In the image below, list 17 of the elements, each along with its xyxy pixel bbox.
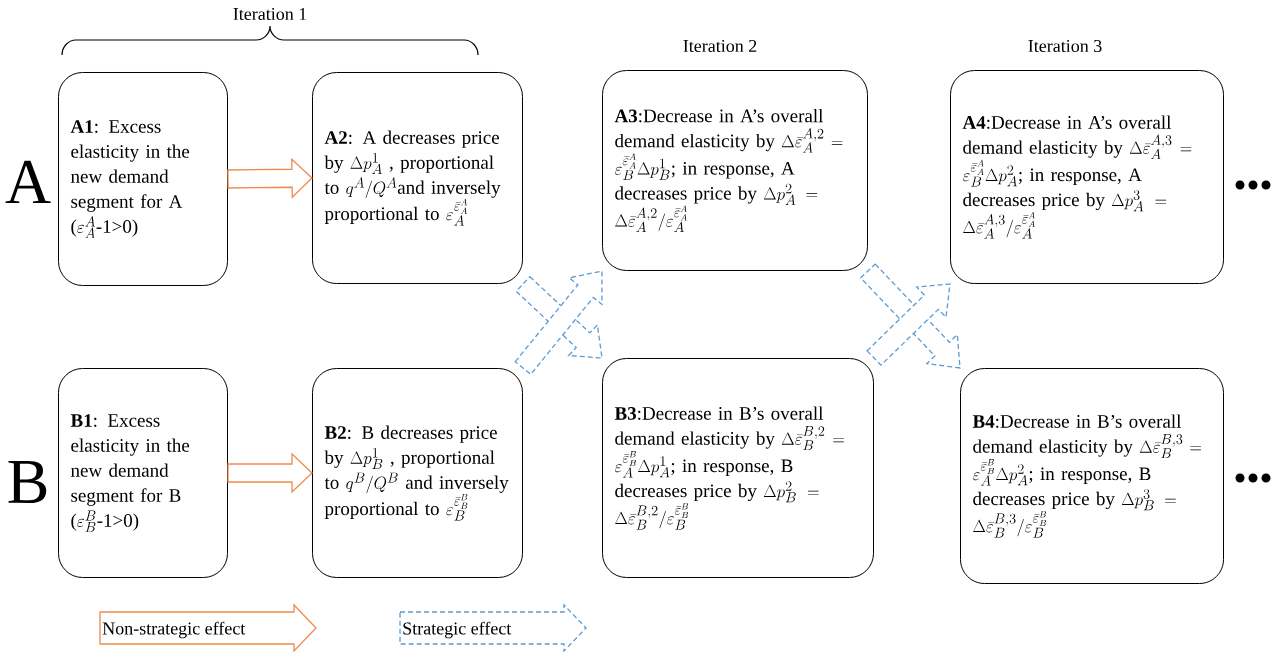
text-box: A4:Decrease in A’s overall demand elasticity by $\Delta\bar{\varepsilon}_A^{A,3}=\varepsilon_B^{\bar{\varepsilon}_A^A}\Delta p_A^2$ ; in response, A decreases price by $\Delta p_A^3=\Delta\bar{\varepsilon}_A^{A,3}/\varepsilon_A^{\bar{\varepsilon}_A^A}$ [950, 70, 1224, 284]
player-label: B [8, 460, 47, 504]
iteration-label: Iteration 3 [1028, 39, 1102, 53]
player-label: A [5, 160, 51, 204]
arrow [227, 157, 313, 199]
text-box: A3:Decrease in A’s overall demand elasticity by $\Delta\bar{\varepsilon}_A^{A,2}=\varepsilon_B^{\bar{\varepsilon}_A^A}\Delta p_B^1$ ; in response, A decreases price by $\Delta p_A^2=\Delta\bar{\varepsilon}_A^{A,2}/\varepsilon_A^{\bar{\varepsilon}_A^A}$ [602, 70, 868, 271]
text-box: B1: Excess elasticity in the new demand segment for B ($\varepsilon_B^B$-1>0) [58, 368, 228, 578]
legend-item: Strategic effect [399, 603, 587, 653]
legend-item: Non-strategic effect [99, 603, 317, 653]
text-box: B2: B decreases price by $\Delta p_B^1$ , proportional to $q^B/Q^B$ and inversely proportional to $\varepsilon_B^{\bar{\varepsilon}_B^B}$ [312, 368, 523, 578]
arrow [227, 452, 313, 494]
iteration-label: Iteration 1 [233, 7, 307, 21]
text-box: B4:Decrease in B’s overall demand elasticity by $\Delta\bar{\varepsilon}_B^{B,3}=\varepsilon_A^{\bar{\varepsilon}_B^B}\Delta p_A^2$ ; in response, B decreases price by $\Delta p_B^3=\Delta\bar{\varepsilon}_B^{B,3}/\varepsilon_B^{\bar{\varepsilon}_B^B}$ [960, 368, 1224, 584]
text-box: A2: A decreases price by $\Delta p_A^1$ , proportional to $q^A/Q^A$and inversely proportional to $\varepsilon_A^{\bar{\varepsilon}_A^A}$ [312, 72, 523, 284]
text-box: B3:Decrease in B’s overall demand elasticity by $\Delta\bar{\varepsilon}_B^{B,2}=\varepsilon_A^{\bar{\varepsilon}_B^B}\Delta p_A^1$ ; in response, B decreases price by $\Delta p_B^2=\Delta\bar{\varepsilon}_B^{B,2}/\varepsilon_B^{\bar{\varepsilon}_B^B}$ [602, 358, 874, 578]
iteration-label: Iteration 2 [683, 39, 757, 53]
text-box: A1: Excess elasticity in the new demand segment for A ($\varepsilon_A^A$-1>0) [58, 72, 228, 286]
